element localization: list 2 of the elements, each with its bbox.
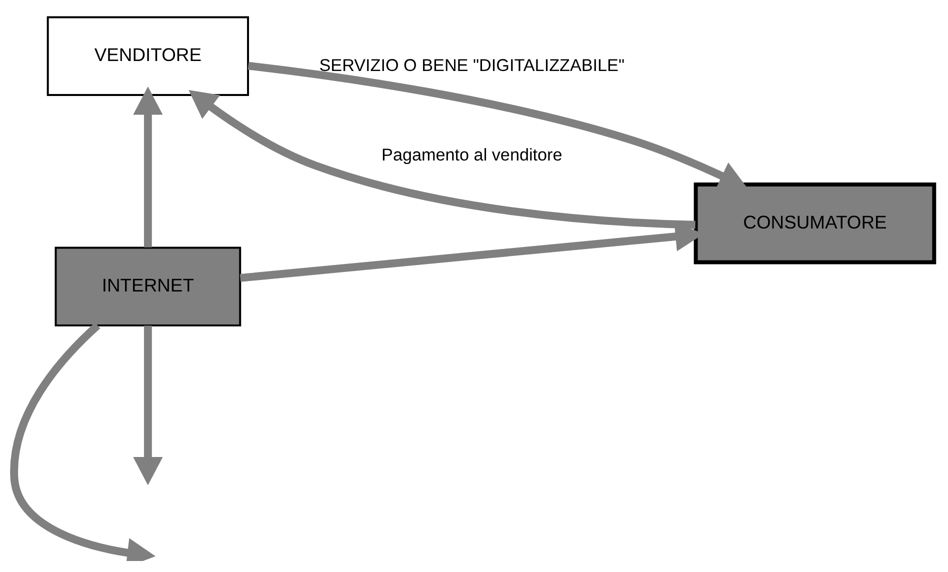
edge-label: SERVIZIO O BENE "DIGITALIZZABILE"	[319, 56, 625, 75]
edge-label: Pagamento al venditore	[382, 145, 562, 164]
